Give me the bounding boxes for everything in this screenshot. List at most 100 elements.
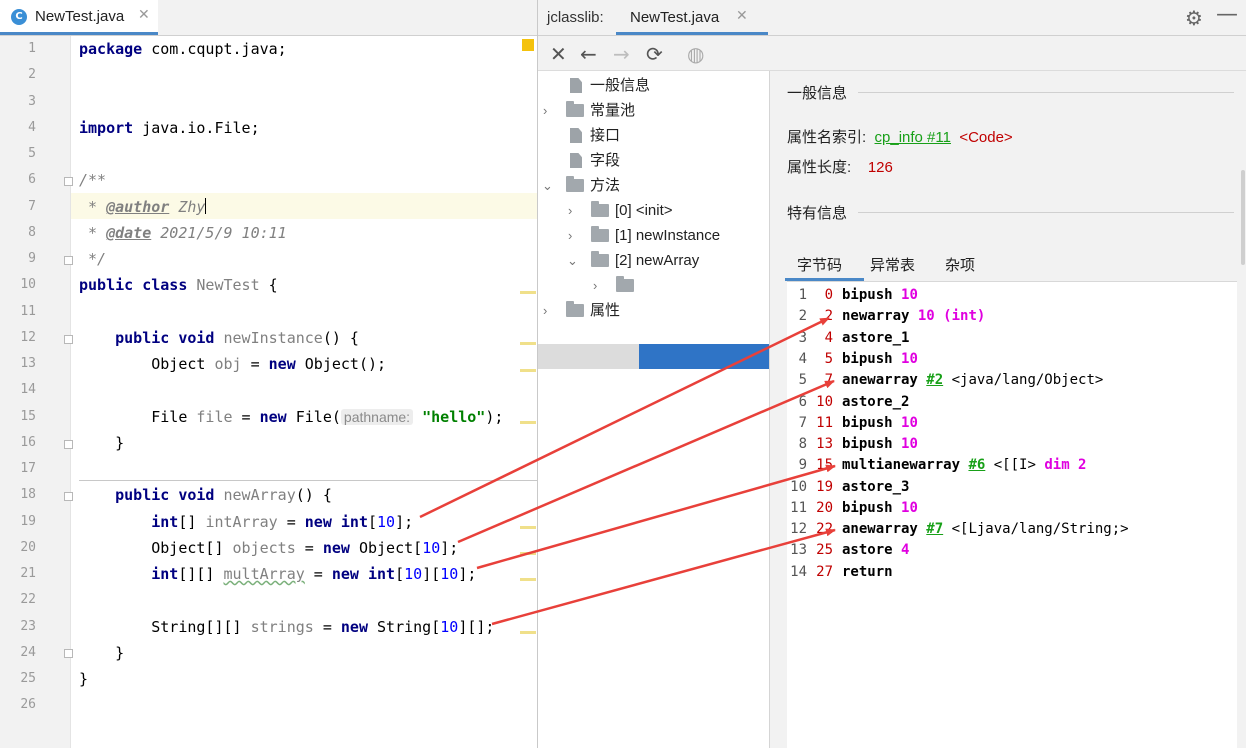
line-number: 25 [20,671,36,686]
code-area[interactable]: package com.cqupt.java; import java.io.F… [71,36,537,748]
fold-toggle-icon[interactable] [64,256,73,265]
fold-toggle-icon[interactable] [64,335,73,344]
tab-exception-table[interactable]: 异常表 [870,257,916,274]
constant-ref-link[interactable]: #2 [926,372,944,388]
code-editor: C NewTest.java ✕ 1 2 3 4 5 6 7 8 9 10 11… [0,0,537,748]
chevron-right-icon[interactable]: › [568,203,573,218]
line-number: 18 [20,487,36,502]
fold-toggle-icon[interactable] [64,649,73,658]
code-line: File file = new File(pathname: "hello"); [151,408,504,426]
code-line: * @date 2021/5/9 10:11 [79,224,287,242]
cp-info-link[interactable]: cp_info #11 [874,129,951,146]
tree-node-label: [1] newInstance [615,227,721,244]
code-line: public void newInstance() { [115,329,359,347]
line-number: 13 [20,356,36,371]
tree-node-method-init[interactable]: › [0] <init> [538,199,769,223]
attr-length-row: 属性长度: 126 [787,156,893,177]
line-number: 12 [20,330,36,345]
folder-icon [566,176,584,192]
code-line: import java.io.File; [79,119,260,137]
line-number: 10 [20,277,36,292]
c-class-icon: C [11,9,27,25]
tree-node-method-newarray[interactable]: ⌄ [2] newArray [538,249,769,273]
line-number: 4 [28,120,36,135]
editor-tab-bar: C NewTest.java ✕ [0,0,537,36]
code-line: } [115,644,125,662]
web-icon[interactable]: ◍ [687,42,705,66]
close-icon[interactable]: ✕ [138,7,150,23]
section-divider [858,212,1234,213]
line-number: 14 [20,382,36,397]
tab-misc[interactable]: 杂项 [945,257,976,274]
attr-length-value: 126 [867,159,893,176]
line-number: 19 [20,514,36,529]
line-number: 22 [20,592,36,607]
code-line: } [115,434,125,452]
chevron-right-icon[interactable]: › [593,278,598,293]
active-tab-indicator [785,278,864,281]
line-number: 1 [28,41,36,56]
line-number: 15 [20,409,36,424]
minimize-icon[interactable]: — [1216,2,1238,27]
line-number: 11 [20,304,36,319]
close-icon[interactable]: ✕ [550,42,567,66]
line-number: 5 [28,146,36,161]
attr-length-label: 属性长度: [787,159,852,176]
file-icon [570,78,582,93]
tree-node-label: 一般信息 [590,77,651,94]
jclasslib-header: jclasslib: NewTest.java ✕ ⚙ — [538,0,1246,36]
attr-name-row: 属性名索引: cp_info #11 <Code> [787,126,1013,147]
tree-node-interfaces[interactable]: 接口 [538,124,769,148]
tree-node-attributes[interactable]: › 属性 [538,299,769,323]
file-icon [570,128,582,143]
tab-bytecode[interactable]: 字节码 [797,257,843,274]
fold-toggle-icon[interactable] [64,177,73,186]
attribute-details: 一般信息 属性名索引: cp_info #11 <Code> 属性长度: 126… [770,71,1246,749]
class-structure-tree[interactable]: 一般信息 › 常量池 接口 字段 ⌄ 方法 › [0] <init> › [ [538,71,770,748]
chevron-right-icon[interactable]: › [543,103,548,118]
method-separator [79,480,537,481]
marker-stripe[interactable] [520,631,536,634]
line-number: 2 [28,67,36,82]
constant-ref-link[interactable]: #7 [926,521,944,537]
forward-arrow-icon[interactable]: → [613,42,630,66]
tree-node-method-newinstance[interactable]: › [1] newInstance [538,224,769,248]
line-number: 9 [28,251,36,266]
tree-node-general[interactable]: 一般信息 [538,74,769,98]
chevron-right-icon[interactable]: › [543,303,548,318]
section-header-general: 一般信息 [787,85,848,102]
gear-icon[interactable]: ⚙ [1185,6,1203,30]
scrollbar-thumb[interactable] [1241,170,1245,265]
folder-icon [591,251,609,267]
chevron-down-icon[interactable]: ⌄ [567,253,578,268]
section-header-specific: 特有信息 [787,205,848,222]
code-line: String[][] strings = new String[10][]; [151,618,495,636]
section-divider [858,92,1234,93]
tree-node-methods[interactable]: ⌄ 方法 [538,174,769,198]
tree-node-constant-pool[interactable]: › 常量池 [538,99,769,123]
line-number: 16 [20,435,36,450]
line-number: 20 [20,540,36,555]
constant-ref-link[interactable]: #6 [968,457,986,473]
code-line: int[][] multArray = new int[10][10]; [151,565,477,583]
tree-node-label: [0] Code [640,277,697,294]
jclasslib-tab-newtest[interactable]: NewTest.java ✕ [616,0,768,35]
chevron-right-icon[interactable]: › [568,228,573,243]
code-line: } [79,670,89,688]
marker-stripe[interactable] [520,291,536,294]
refresh-icon[interactable]: ⟳ [646,42,663,66]
tree-node-code[interactable]: › [0] Code [538,274,769,298]
chevron-down-icon[interactable]: ⌄ [542,178,553,193]
tab-label: NewTest.java [630,9,720,26]
line-number: 8 [28,225,36,240]
tree-node-fields[interactable]: 字段 [538,149,769,173]
warning-indicator-icon[interactable] [522,39,534,51]
line-number: 21 [20,566,36,581]
back-arrow-icon[interactable]: ← [580,42,597,66]
fold-toggle-icon[interactable] [64,492,73,501]
close-icon[interactable]: ✕ [736,8,748,24]
code-line: * @author Zhy [79,198,207,216]
fold-toggle-icon[interactable] [64,440,73,449]
editor-tab-newtest[interactable]: C NewTest.java ✕ [0,0,158,35]
